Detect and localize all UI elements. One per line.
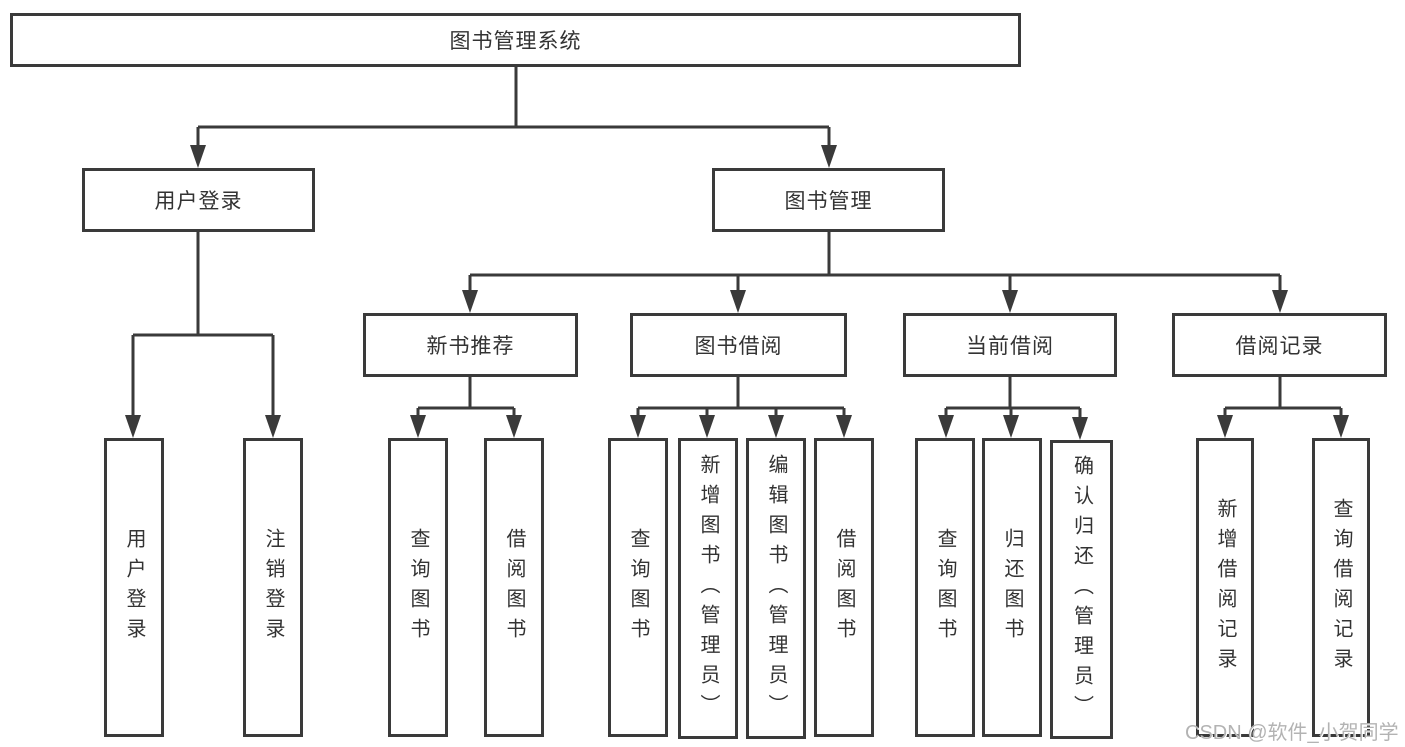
arrowhead [821,145,837,168]
arrowhead [1272,290,1288,313]
arrowhead [462,290,478,313]
leaf-user-login: 用户登录 [104,438,164,737]
leaf-label: 查询图书 [627,527,649,648]
node-label: 借阅记录 [1235,335,1324,358]
leaf-query-books-current: 查询图书 [915,438,975,737]
leaf-confirm-return-admin: 确认归还（管理员） [1050,440,1113,739]
leaf-label: 确认归还（管理员） [1070,454,1093,725]
arrowhead [938,415,954,438]
leaf-label: 归还图书 [1001,527,1023,648]
leaf-label: 借阅图书 [503,527,525,648]
arrowhead [190,145,206,168]
node-new-book-recommend: 新书推荐 [363,313,578,377]
leaf-label: 新增借阅记录 [1214,497,1236,678]
leaf-query-books-borrow: 查询图书 [608,438,668,737]
leaf-label: 编辑图书（管理员） [765,453,787,724]
leaf-query-books-recommend: 查询图书 [388,438,448,737]
arrowhead [730,290,746,313]
arrowhead [699,415,715,438]
leaf-label: 新增图书（管理员） [697,453,719,724]
node-book-management: 图书管理 [712,168,945,232]
leaf-return-book: 归还图书 [982,438,1042,737]
arrowhead [1072,417,1088,440]
leaf-label: 查询图书 [407,527,429,648]
leaf-borrow-books-recommend: 借阅图书 [484,438,544,737]
node-label: 用户登录 [154,190,243,213]
arrowhead [1002,290,1018,313]
leaf-label: 查询图书 [934,527,956,648]
arrowhead [265,415,281,438]
node-borrow-records: 借阅记录 [1172,313,1387,377]
node-book-borrow: 图书借阅 [630,313,847,377]
arrowhead [630,415,646,438]
watermark: CSDN @软件_小贺同学 [1185,722,1399,744]
node-label: 图书管理系统 [449,30,582,53]
leaf-label: 注销登录 [262,527,284,648]
leaf-borrow-books: 借阅图书 [814,438,874,737]
leaf-add-book-admin: 新增图书（管理员） [678,438,738,739]
leaf-label: 借阅图书 [833,527,855,648]
node-label: 图书借阅 [694,335,783,358]
node-label: 当前借阅 [966,335,1054,358]
arrowhead [506,415,522,438]
arrowhead [1003,415,1019,438]
arrowhead [125,415,141,438]
leaf-label: 用户登录 [123,527,145,648]
leaf-label: 查询借阅记录 [1330,497,1352,678]
node-label: 图书管理 [784,190,873,213]
leaf-edit-book-admin: 编辑图书（管理员） [746,438,806,739]
node-library-system: 图书管理系统 [10,13,1021,67]
leaf-query-borrow-record: 查询借阅记录 [1312,438,1370,737]
arrowhead [1217,415,1233,438]
node-label: 新书推荐 [426,335,515,358]
arrowhead [410,415,426,438]
arrowhead [1333,415,1349,438]
node-current-borrow: 当前借阅 [903,313,1117,377]
node-user-login: 用户登录 [82,168,315,232]
arrowhead [768,415,784,438]
arrowheads [125,145,1349,440]
leaf-logout: 注销登录 [243,438,303,737]
leaf-add-borrow-record: 新增借阅记录 [1196,438,1254,737]
arrowhead [836,415,852,438]
